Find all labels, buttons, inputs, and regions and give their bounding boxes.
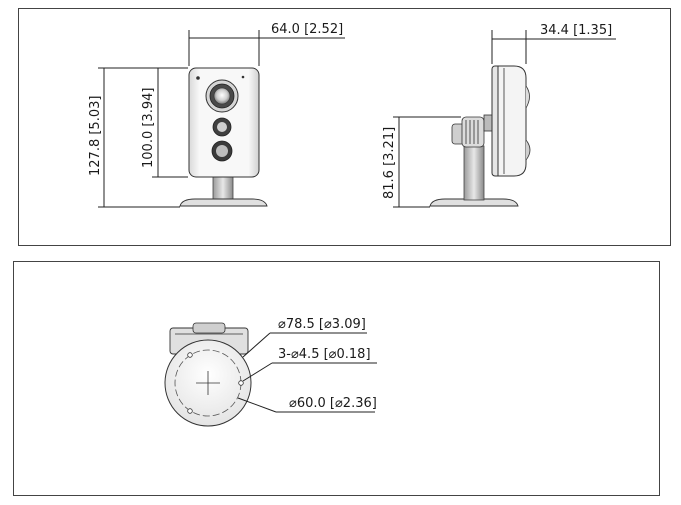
- mounting-hole-1: [187, 352, 193, 358]
- side-base: [429, 198, 519, 207]
- front-body-height-label: 100.0 [3.94]: [141, 88, 156, 168]
- front-base: [179, 198, 268, 207]
- indicator-dot-right: [241, 75, 245, 79]
- holes-label: 3-⌀4.5 [⌀0.18]: [278, 347, 371, 362]
- front-width-dimension: 64.0 [2.52]: [188, 22, 345, 66]
- side-depth-dimension: 34.4 [1.35]: [491, 23, 616, 64]
- base-diameter-callout: ⌀78.5 [⌀3.09]: [242, 317, 367, 358]
- main-lens: [205, 79, 239, 113]
- top-panel-frame: [18, 8, 671, 246]
- front-view: 64.0 [2.52] 100.0 [3.94] 127.8 [5.03]: [88, 22, 345, 208]
- mounting-hole-3: [187, 408, 193, 414]
- side-swivel-joint: [451, 114, 493, 148]
- indicator-dot-left: [196, 76, 200, 80]
- front-width-label: 64.0 [2.52]: [271, 22, 343, 37]
- pir-sensor: [212, 117, 232, 137]
- side-view: 34.4 [1.35] 81.6 [3.21]: [382, 23, 616, 208]
- microphone-port: [211, 140, 233, 162]
- side-depth-label: 34.4 [1.35]: [540, 23, 612, 38]
- bottom-panel-frame: [13, 261, 660, 496]
- side-mount-height-label: 81.6 [3.21]: [382, 127, 397, 199]
- mounting-hole-2: [238, 380, 244, 386]
- side-mount-height-dimension: 81.6 [3.21]: [382, 116, 461, 208]
- base-diameter-label: ⌀78.5 [⌀3.09]: [278, 317, 366, 332]
- side-camera-body: [491, 65, 531, 177]
- front-total-height-dimension: 127.8 [5.03]: [88, 67, 180, 208]
- front-body-height-dimension: 100.0 [3.94]: [141, 67, 188, 178]
- front-total-height-label: 127.8 [5.03]: [88, 96, 103, 176]
- holes-callout: 3-⌀4.5 [⌀0.18]: [242, 347, 377, 382]
- bolt-circle-callout: ⌀60.0 [⌀2.36]: [237, 396, 377, 413]
- side-stand-column: [463, 145, 485, 201]
- bottom-view: ⌀78.5 [⌀3.09] 3-⌀4.5 [⌀0.18] ⌀60.0 [⌀2.3…: [164, 317, 377, 427]
- bolt-circle-label: ⌀60.0 [⌀2.36]: [289, 396, 377, 411]
